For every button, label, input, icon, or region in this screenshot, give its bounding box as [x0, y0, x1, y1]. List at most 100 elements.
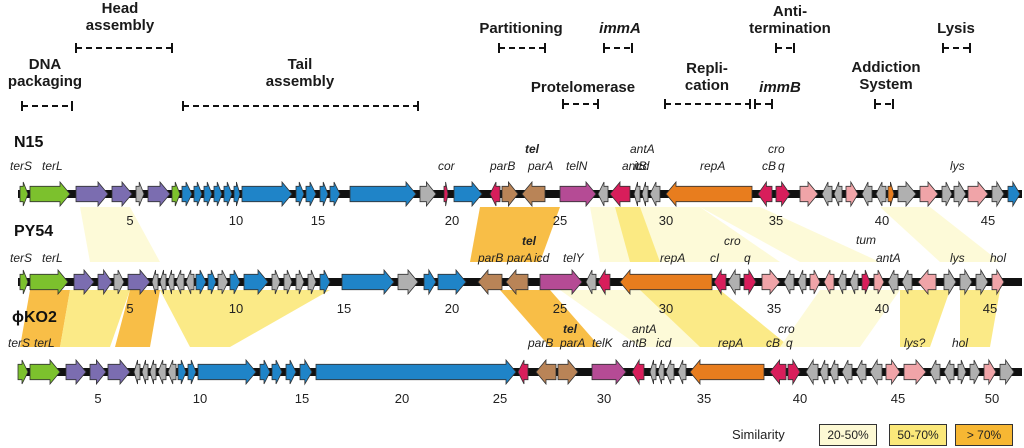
- gene-arrow: [823, 269, 835, 295]
- legend-title: Similarity: [732, 427, 785, 442]
- tick-label: 30: [659, 301, 673, 316]
- gene-label: terL: [42, 251, 63, 265]
- legend-bin-70: > 70%: [955, 424, 1013, 446]
- gene-arrow: [943, 359, 955, 385]
- tick-label: 20: [445, 301, 459, 316]
- tick-label: 45: [983, 301, 997, 316]
- gene-arrow: [305, 181, 317, 207]
- gene-label: tel: [525, 142, 540, 156]
- gene-arrow: [181, 181, 193, 207]
- tick-label: 25: [553, 301, 567, 316]
- gene-arrow: [443, 181, 449, 207]
- gene-arrow: [437, 268, 467, 296]
- gene-arrow: [283, 269, 293, 295]
- gene-arrow: [869, 358, 883, 386]
- gene-arrow: [821, 181, 833, 207]
- gene-label: cro: [778, 322, 795, 336]
- gene-arrow: [195, 269, 207, 295]
- gene-label: icd: [656, 336, 672, 350]
- gene-arrow: [903, 358, 927, 386]
- gene-label: q: [744, 251, 751, 265]
- gene-arrow: [159, 269, 167, 295]
- similarity-band: [500, 290, 600, 347]
- gene-arrow: [769, 358, 787, 386]
- phage-name-n15: N15: [14, 134, 44, 151]
- gene-arrow: [689, 358, 765, 386]
- tick-label: 45: [891, 391, 905, 406]
- gene-arrow: [1007, 180, 1021, 208]
- tick-label: 35: [767, 301, 781, 316]
- gene-label: lys?: [904, 336, 926, 350]
- gene-arrow: [29, 268, 69, 296]
- gene-label: parB: [489, 159, 515, 173]
- gene-arrow: [631, 358, 645, 386]
- gene-label: terS: [10, 159, 32, 173]
- legend-bin-50-70: 50-70%: [889, 424, 947, 446]
- gene-label: icd: [534, 251, 550, 265]
- gene-arrow: [477, 268, 503, 296]
- gene-arrow: [107, 358, 131, 386]
- gene-label: antB: [622, 159, 647, 173]
- similarity-band: [900, 290, 950, 347]
- gene-arrow: [113, 269, 125, 295]
- tick-label: 15: [311, 213, 325, 228]
- gene-arrow: [349, 180, 417, 208]
- similarity-band: [80, 207, 160, 262]
- gene-label: hol: [990, 251, 1006, 265]
- gene-arrow: [875, 181, 887, 207]
- similarity-bands: [20, 207, 1000, 347]
- gene-arrow: [649, 359, 657, 385]
- gene-arrow: [319, 181, 329, 207]
- module-label-protelomerase: Protelomerase: [530, 79, 636, 96]
- tick-label: 25: [493, 391, 507, 406]
- gene-arrow: [29, 358, 61, 386]
- similarity-band: [880, 207, 1000, 262]
- gene-arrow: [805, 358, 819, 386]
- gene-label: antA: [632, 322, 657, 336]
- gene-arrow: [713, 268, 727, 296]
- module-label-imma: immA: [599, 20, 641, 37]
- gene-label: lys: [950, 159, 965, 173]
- similarity-band: [60, 290, 130, 347]
- phage-name-ko2: ϕKO2: [12, 309, 57, 326]
- gene-arrow: [861, 269, 871, 295]
- gene-arrow: [727, 268, 741, 296]
- gene-arrow: [919, 180, 939, 208]
- similarity-band: [780, 290, 900, 347]
- gene-label: repA: [718, 336, 743, 350]
- tick-label: 30: [659, 213, 673, 228]
- gene-arrow: [329, 181, 341, 207]
- gene-arrow: [761, 268, 781, 296]
- gene-arrow: [505, 268, 529, 296]
- gene-arrow: [501, 180, 519, 208]
- gene-label: parA: [559, 336, 585, 350]
- gene-arrow: [743, 268, 757, 296]
- similarity-band: [640, 290, 790, 347]
- gene-arrow: [819, 359, 829, 385]
- gene-arrow: [127, 268, 151, 296]
- gene-arrow: [233, 181, 241, 207]
- gene-label: antB: [622, 336, 647, 350]
- gene-arrow: [901, 269, 913, 295]
- gene-label: parA: [506, 251, 532, 265]
- gene-arrow: [585, 269, 597, 295]
- gene-arrow: [19, 181, 29, 207]
- gene-arrow: [73, 268, 95, 296]
- gene-arrow: [419, 180, 437, 208]
- gene-arrow: [597, 268, 611, 296]
- gene-arrow: [809, 269, 821, 295]
- gene-arrow: [535, 358, 557, 386]
- gene-arrow: [157, 359, 167, 385]
- gene-label: tel: [563, 322, 578, 336]
- gene-label: telK: [592, 336, 614, 350]
- gene-arrow: [271, 269, 281, 295]
- gene-label: parB: [477, 251, 503, 265]
- gene-label: q: [778, 159, 785, 173]
- gene-arrow: [167, 269, 175, 295]
- gene-arrow: [75, 180, 109, 208]
- gene-label: telY: [563, 251, 585, 265]
- gene-arrow: [111, 180, 133, 208]
- gene-label: q: [786, 336, 793, 350]
- gene-arrow: [295, 269, 305, 295]
